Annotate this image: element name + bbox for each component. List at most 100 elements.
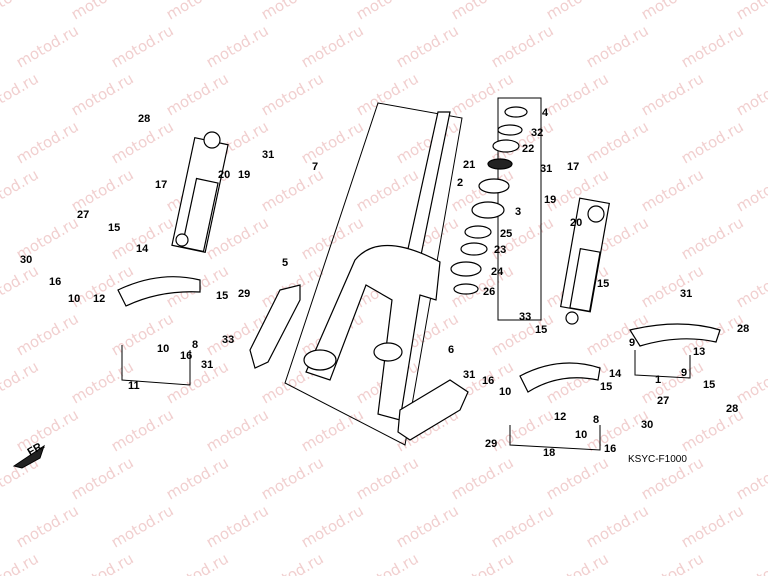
watermark-text: motod.ru — [488, 501, 557, 551]
group-bracket-1 — [634, 350, 691, 379]
callout-number: 10 — [499, 386, 511, 398]
watermark-text: motod.ru — [393, 21, 462, 71]
watermark-text: motod.ru — [203, 21, 272, 71]
callout-number: 10 — [157, 343, 169, 355]
watermark-text: motod.ru — [203, 213, 272, 263]
callout-number: 20 — [570, 217, 582, 229]
callout-number: 3 — [515, 206, 521, 218]
watermark-text: motod.ru — [298, 21, 367, 71]
callout-number: 29 — [238, 288, 250, 300]
watermark-text: motod.ru — [543, 0, 612, 23]
watermark-text: motod.ru — [448, 0, 517, 23]
direction-arrow-icon — [12, 444, 45, 469]
callout-number: 28 — [737, 323, 749, 335]
callout-number: 15 — [535, 324, 547, 336]
callout-number: 31 — [201, 359, 213, 371]
watermark-text: motod.ru — [638, 549, 707, 576]
watermark-text: motod.ru — [298, 117, 367, 167]
callout-number: 28 — [726, 403, 738, 415]
watermark-text: motod.ru — [353, 549, 422, 576]
callout-number: 14 — [136, 243, 149, 255]
watermark-text: motod.ru — [163, 69, 232, 119]
watermark-text: motod.ru — [733, 0, 768, 23]
callout-number: 1 — [655, 374, 661, 386]
watermark-text: motod.ru — [258, 549, 327, 576]
callout-number: 9 — [681, 367, 687, 379]
watermark-text: motod.ru — [68, 549, 137, 576]
watermark-text: motod.ru — [733, 165, 768, 215]
watermark-text: motod.ru — [543, 549, 612, 576]
watermark-text: motod.ru — [353, 0, 422, 23]
watermark-text: motod.ru — [0, 165, 42, 215]
watermark-text: motod.ru — [0, 357, 42, 407]
watermark-text: motod.ru — [258, 69, 327, 119]
watermark-text: motod.ru — [13, 309, 82, 359]
callout-number: 11 — [128, 380, 140, 392]
callout-number: 16 — [482, 375, 494, 387]
callout-number: 17 — [155, 179, 167, 191]
callout-number: 16 — [49, 276, 61, 288]
watermark-text: motod.ru — [733, 453, 768, 503]
watermark-text: motod.ru — [543, 69, 612, 119]
right-shock-absorber — [559, 197, 611, 325]
callout-number: 27 — [657, 395, 669, 407]
watermark-text: motod.ru — [203, 405, 272, 455]
watermark-text: motod.ru — [678, 21, 747, 71]
callout-number: 12 — [93, 293, 105, 305]
watermark-text: motod.ru — [488, 21, 557, 71]
watermark-text: motod.ru — [68, 69, 137, 119]
callout-number: 9 — [629, 337, 635, 349]
callout-number: 15 — [597, 278, 609, 290]
callout-number: 29 — [485, 438, 497, 450]
diagram-code: KSYC-F1000 — [628, 454, 687, 465]
watermark-text: motod.ru — [108, 213, 177, 263]
watermark-text: motod.ru — [13, 21, 82, 71]
watermark-text: motod.ru — [353, 453, 422, 503]
callout-number: 21 — [463, 159, 475, 171]
callout-number: 32 — [531, 127, 543, 139]
watermark-text: motod.ru — [393, 501, 462, 551]
watermark-text: motod.ru — [108, 405, 177, 455]
watermark-text: motod.ru — [108, 501, 177, 551]
watermark-text: motod.ru — [733, 69, 768, 119]
watermark-text: motod.ru — [13, 117, 82, 167]
watermark-text: motod.ru — [163, 453, 232, 503]
callout-number: 2 — [457, 177, 463, 189]
callout-number: 22 — [522, 143, 534, 155]
watermark-text: motod.ru — [298, 213, 367, 263]
front-fork — [303, 111, 451, 421]
watermark-text: motod.ru — [68, 357, 137, 407]
watermark-text: motod.ru — [68, 165, 137, 215]
group-bracket-18 — [509, 425, 601, 451]
watermark-text: motod.ru — [163, 357, 232, 407]
callout-number: 10 — [575, 429, 587, 441]
callout-number: 30 — [20, 254, 32, 266]
watermark-text: motod.ru — [0, 549, 42, 576]
callout-number: 15 — [108, 222, 120, 234]
callout-number: 14 — [609, 368, 622, 380]
group-bracket-11 — [121, 345, 191, 386]
callout-layer: 2831171920743222212325232426172019312715… — [20, 107, 749, 459]
callout-number: 13 — [693, 346, 705, 358]
watermark-text: motod.ru — [353, 165, 422, 215]
callout-number: 18 — [543, 447, 555, 459]
callout-number: 24 — [491, 266, 504, 278]
watermark-text: motod.ru — [583, 501, 652, 551]
watermark-text: motod.ru — [583, 117, 652, 167]
watermark-text: motod.ru — [163, 549, 232, 576]
watermark-text: motod.ru — [678, 501, 747, 551]
watermark-text: motod.ru — [733, 261, 768, 311]
right-link-arm — [519, 362, 601, 393]
watermark-text: motod.ru — [68, 453, 137, 503]
right-fender-panel — [397, 379, 469, 441]
watermark-text: motod.ru — [678, 213, 747, 263]
callout-number: 15 — [216, 290, 228, 302]
callout-number: 25 — [500, 228, 512, 240]
watermark-text: motod.ru — [258, 0, 327, 23]
callout-number: 28 — [138, 113, 150, 125]
callout-number: 16 — [180, 350, 192, 362]
callout-number: 6 — [448, 344, 454, 356]
callout-number: 31 — [463, 369, 475, 381]
callout-number: 31 — [262, 149, 274, 161]
callout-number: 33 — [519, 311, 531, 323]
